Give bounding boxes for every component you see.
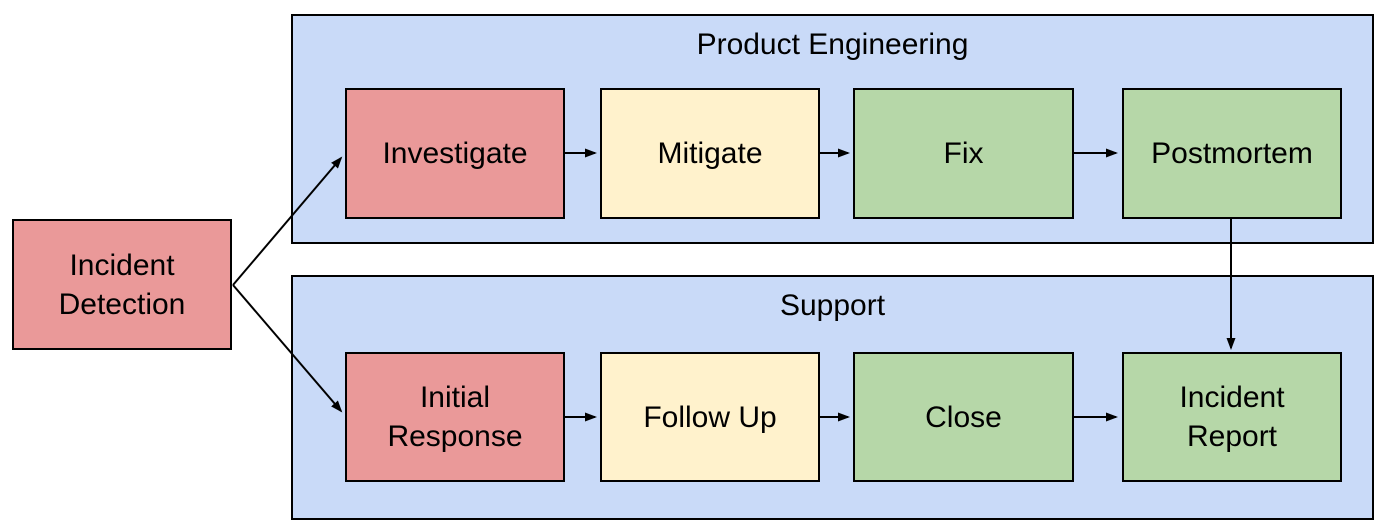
node-fix-label: Fix: [943, 137, 984, 170]
node-follow-up-label: Follow Up: [643, 400, 777, 434]
node-incident-detection: Incident Detection: [12, 219, 232, 350]
node-close-label: Close: [925, 400, 1002, 434]
node-incident-report: Incident Report: [1122, 352, 1342, 482]
node-investigate-label: Investigate: [382, 137, 528, 170]
node-initial-response-label: Initial Response: [387, 381, 523, 453]
node-postmortem: Postmortem: [1122, 88, 1342, 219]
node-investigate: Investigate: [345, 88, 565, 219]
node-initial-response: Initial Response: [345, 352, 565, 482]
lane-product-engineering-title: Product Engineering: [696, 28, 969, 61]
lane-support-title: Support: [779, 289, 886, 322]
node-fix: Fix: [853, 88, 1074, 219]
node-incident-detection-label: Incident Detection: [58, 248, 186, 321]
node-postmortem-label: Postmortem: [1151, 137, 1313, 170]
node-incident-report-label: Incident Report: [1179, 381, 1285, 453]
node-mitigate: Mitigate: [600, 88, 820, 219]
node-mitigate-label: Mitigate: [657, 137, 763, 170]
node-follow-up: Follow Up: [600, 352, 820, 482]
node-close: Close: [853, 352, 1074, 482]
